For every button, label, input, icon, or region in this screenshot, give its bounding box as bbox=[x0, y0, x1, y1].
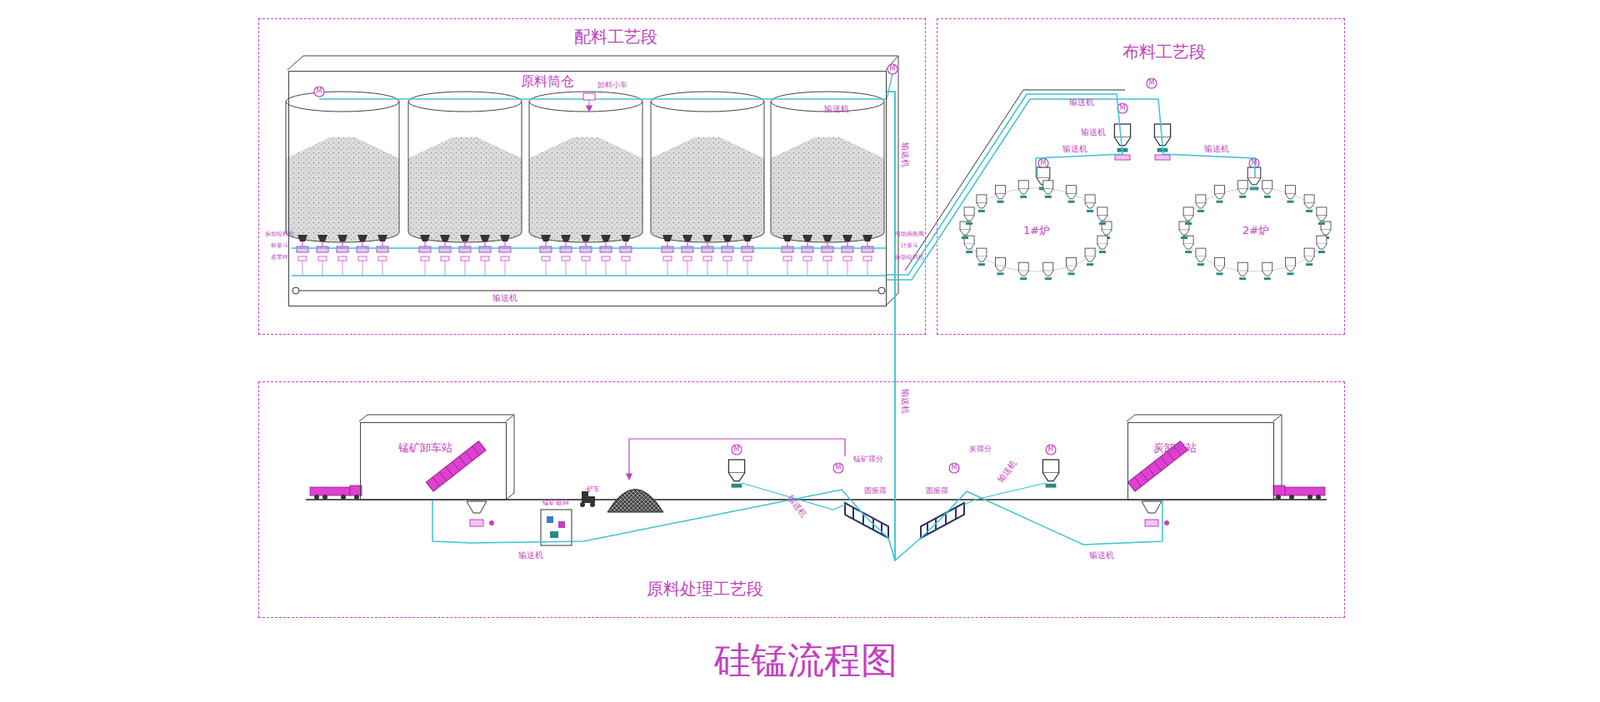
equipment-label: 振动给料机 bbox=[895, 255, 925, 262]
section-frame: 锰矿卸车站 炭卸车站原料处理工艺段 bbox=[258, 381, 1345, 619]
unloading-station: 炭卸车站 bbox=[1127, 422, 1275, 501]
conveyor-label: 输送机 bbox=[1089, 550, 1115, 560]
node-label: 原料筒仓 bbox=[520, 74, 575, 90]
unloading-station-depth bbox=[359, 415, 1282, 500]
conveyor-label: 输送机 bbox=[518, 550, 544, 560]
equipment-label: 输送机 bbox=[492, 293, 518, 303]
equipment-label: 圆振筛 bbox=[925, 487, 949, 496]
equipment-label: 输送机 bbox=[1080, 127, 1106, 137]
equipment-label: 卸料小车 bbox=[597, 81, 628, 90]
motor-symbol: M bbox=[951, 465, 958, 473]
furnace-ring: 1#炉 bbox=[957, 177, 1116, 285]
node-label: 锰矿卸车站 bbox=[398, 442, 453, 455]
motor-symbol: M bbox=[1040, 160, 1047, 168]
node-label: 原料处理工艺段 bbox=[646, 580, 764, 599]
conveyor-label: 输送机 bbox=[1062, 144, 1088, 154]
equipment-label: 计量斗 bbox=[900, 243, 919, 250]
furnace-ring: 2#炉 bbox=[1176, 177, 1335, 285]
equipment-label: 振动给料机 bbox=[265, 231, 295, 239]
vibrating-screen bbox=[845, 503, 965, 539]
node-label: 配料工艺段 bbox=[574, 27, 658, 46]
diagram-title: 硅锰流程图 bbox=[714, 640, 898, 681]
equipment-label: 输送机 bbox=[995, 459, 1018, 485]
conveyor-line bbox=[886, 91, 1163, 561]
equipment-label: 圆振筛 bbox=[864, 487, 887, 496]
section-frame: 1#炉 2#炉 布料工艺段 bbox=[936, 18, 1345, 335]
motor-symbol: M bbox=[734, 446, 740, 455]
equipment-label: 输送机 bbox=[900, 142, 910, 168]
section-frame: 原料筒仓 配料工艺段 bbox=[258, 18, 926, 335]
motor-symbol: M bbox=[1120, 105, 1126, 113]
dump-truck bbox=[310, 441, 1325, 500]
motor-symbol: M bbox=[1149, 80, 1155, 88]
silo-group bbox=[285, 91, 885, 243]
motor-symbol: M bbox=[835, 465, 842, 473]
motor-group bbox=[314, 64, 1260, 474]
unloading-station: 锰矿卸车站 bbox=[360, 422, 507, 501]
motor-symbol: M bbox=[316, 88, 323, 96]
conveyor-line bbox=[886, 99, 1255, 280]
motor-symbol: M bbox=[1048, 446, 1055, 455]
node-label: 1#炉 bbox=[1023, 225, 1050, 237]
equipment-label: 锰矿破碎 bbox=[542, 500, 570, 508]
node-label: 2#炉 bbox=[1242, 225, 1270, 237]
conveyor-line bbox=[886, 94, 1123, 275]
conveyor-line bbox=[432, 91, 895, 561]
node-label: 炭卸车站 bbox=[1153, 442, 1197, 455]
ore-pile bbox=[607, 490, 664, 514]
loader bbox=[580, 491, 595, 508]
equipment-label: 称量斗 bbox=[270, 243, 289, 250]
equipment-label: 炭筛分 bbox=[969, 445, 992, 455]
equipment-label: 输送机 bbox=[900, 389, 910, 415]
motor-symbol: M bbox=[890, 65, 896, 74]
silo-building: 原料筒仓 bbox=[288, 70, 887, 307]
equipment-label: 电动插板阀 bbox=[895, 231, 925, 239]
equipment-label: 铲车 bbox=[586, 486, 600, 495]
equipment-label: 锰矿筛分 bbox=[853, 455, 884, 465]
node-label: 布料工艺段 bbox=[1122, 42, 1206, 61]
equipment-label: 输送机 bbox=[1069, 97, 1095, 107]
crusher bbox=[540, 510, 572, 546]
silo-conveyors bbox=[291, 74, 1125, 295]
equipment-label: 皮带秤 bbox=[270, 255, 289, 262]
equipment-label: 输送机 bbox=[785, 494, 809, 520]
buffer-hopper bbox=[728, 460, 1059, 510]
motor-symbol: M bbox=[1251, 160, 1258, 168]
equipment-label: 输送机 bbox=[824, 104, 850, 114]
feeder-group bbox=[296, 235, 874, 276]
conveyor-label: 输送机 bbox=[1204, 144, 1230, 154]
furnace-hopper-rings bbox=[960, 180, 1331, 280]
distribution-hoppers bbox=[1036, 124, 1261, 190]
